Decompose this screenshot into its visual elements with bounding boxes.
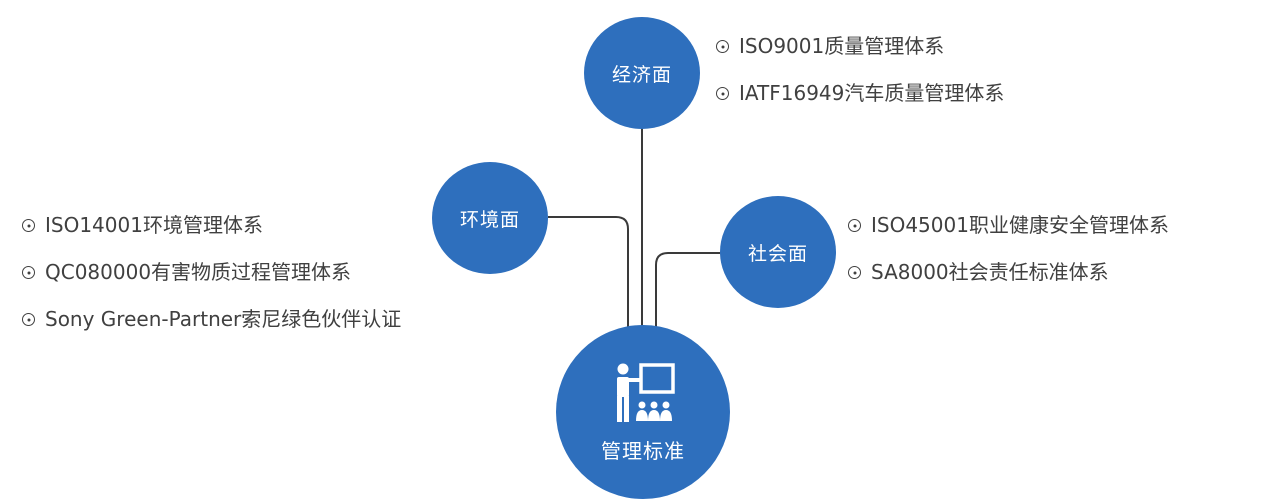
circle-dot-icon (716, 40, 729, 53)
circle-dot-icon (716, 87, 729, 100)
node-environment: 环境面 (432, 162, 548, 274)
node-environment-label: 环境面 (459, 208, 520, 231)
node-economic: 经济面 (584, 17, 700, 129)
circle-dot-icon (22, 219, 35, 232)
circle-dot-icon (848, 219, 861, 232)
list-item-text: QC080000有害物质过程管理体系 (45, 260, 352, 284)
list-item: Sony Green-Partner索尼绿色伙伴认证 (22, 296, 401, 343)
circle-dot-icon (22, 266, 35, 279)
node-economic-label: 经济面 (611, 63, 672, 86)
list-item: QC080000有害物质过程管理体系 (22, 249, 401, 296)
node-social-label: 社会面 (747, 242, 808, 265)
list-item-text: IATF16949汽车质量管理体系 (739, 81, 1005, 105)
connector-lines (548, 128, 720, 330)
list-item-text: SA8000社会责任标准体系 (871, 260, 1109, 284)
node-center: 管理标准 (556, 325, 730, 499)
list-social: ISO45001职业健康安全管理体系 SA8000社会责任标准体系 (848, 202, 1169, 296)
node-center-label: 管理标准 (601, 439, 685, 463)
circle-dot-icon (22, 313, 35, 326)
list-item-text: ISO14001环境管理体系 (45, 213, 263, 237)
list-item: ISO14001环境管理体系 (22, 202, 401, 249)
list-item: IATF16949汽车质量管理体系 (716, 70, 1004, 117)
list-economic: ISO9001质量管理体系 IATF16949汽车质量管理体系 (716, 23, 1004, 117)
list-item-text: ISO45001职业健康安全管理体系 (871, 213, 1169, 237)
connector-environment (548, 216, 629, 330)
list-item-text: ISO9001质量管理体系 (739, 34, 945, 58)
list-item: ISO9001质量管理体系 (716, 23, 1004, 70)
list-item: SA8000社会责任标准体系 (848, 249, 1169, 296)
list-item-text: Sony Green-Partner索尼绿色伙伴认证 (45, 307, 402, 331)
circle-dot-icon (848, 266, 861, 279)
list-item: ISO45001职业健康安全管理体系 (848, 202, 1169, 249)
node-social: 社会面 (720, 196, 836, 308)
presenter-icon (617, 363, 675, 422)
list-environment: ISO14001环境管理体系 QC080000有害物质过程管理体系 Sony G… (22, 202, 401, 343)
connector-social (655, 252, 720, 330)
